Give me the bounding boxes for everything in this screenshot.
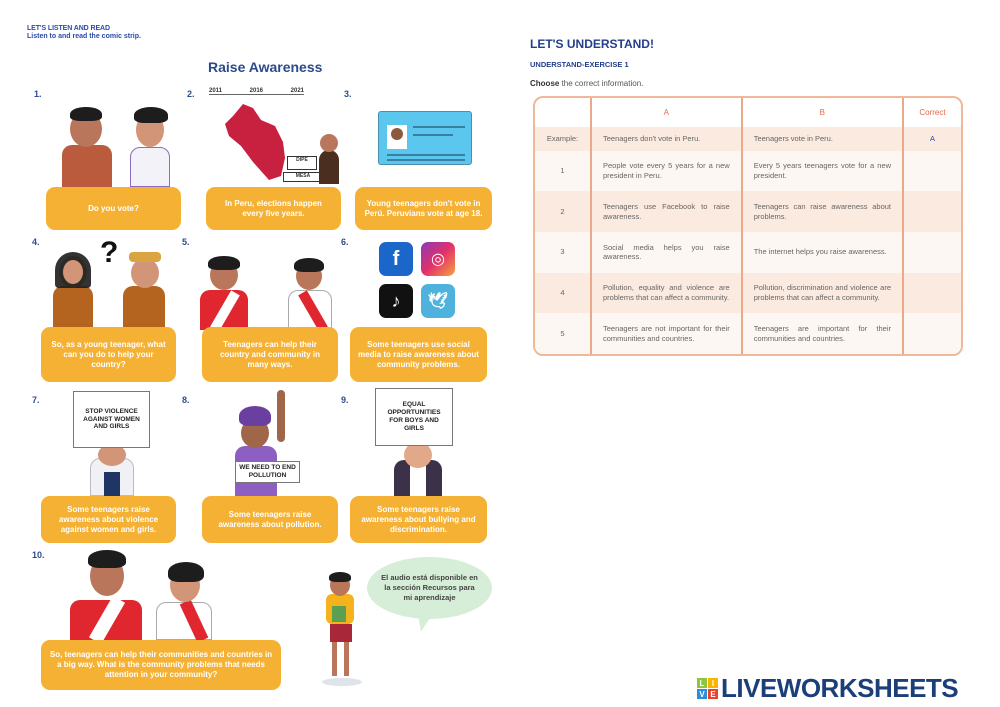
- option-a[interactable]: Teenagers don't vote in Peru.: [591, 127, 743, 151]
- answer-cell[interactable]: [903, 191, 961, 233]
- timeline-year: 2021: [290, 88, 304, 94]
- answer-cell[interactable]: [903, 313, 961, 354]
- audio-note-bubble: El audio está disponible en la sección R…: [367, 557, 492, 619]
- panel-10-illustration: [70, 548, 220, 645]
- caption-bubble-10: So, teenagers can help their communities…: [41, 640, 281, 690]
- row-label: 1: [535, 150, 592, 192]
- table-row: 1 People vote every 5 years for a new pr…: [535, 150, 961, 192]
- option-a[interactable]: People vote every 5 years for a new pres…: [591, 150, 743, 192]
- caption-bubble-4: So, as a young teenager, what can you do…: [41, 327, 176, 382]
- voting-table: MESA: [283, 172, 323, 182]
- option-a[interactable]: Social media helps you raise awareness.: [591, 232, 743, 273]
- panel-number-9: 9.: [341, 395, 349, 405]
- tiktok-icon: ♪: [379, 284, 413, 318]
- table-row: 4 Pollution, equality and violence are p…: [535, 272, 961, 314]
- option-b[interactable]: Pollution, discrimination and violence a…: [741, 272, 905, 314]
- panel-5-illustration: [200, 250, 340, 332]
- answer-cell[interactable]: [903, 150, 961, 192]
- table-row: 5 Teenagers are not important for their …: [535, 313, 961, 354]
- caption-bubble-8: Some teenagers raise awareness about pol…: [202, 496, 338, 543]
- ballot-box: DIPE: [287, 156, 317, 170]
- instagram-icon: ◎: [421, 242, 455, 276]
- panel-2-illustration: 2011 2016 2021 DIPE MESA: [207, 88, 347, 188]
- exercise-instruction: Choose the correct information.: [530, 79, 643, 88]
- table-row: 3 Social media helps you raise awareness…: [535, 232, 961, 273]
- panel-number-3: 3.: [344, 89, 352, 99]
- understand-title: LET'S UNDERSTAND!: [530, 37, 654, 51]
- timeline-year: 2011: [209, 88, 223, 94]
- header-correct: Correct: [919, 108, 946, 117]
- panel-number-5: 5.: [182, 237, 190, 247]
- instruction-text: the correct information.: [559, 79, 644, 88]
- caption-bubble-6: Some teenagers use social media to raise…: [350, 327, 487, 382]
- timeline-year: 2016: [249, 88, 264, 94]
- panel-9-illustration: [378, 388, 458, 496]
- protest-sign-7: STOP VIOLENCE AGAINST WOMEN AND GIRLS: [73, 391, 150, 448]
- id-card-icon: [378, 111, 472, 165]
- option-b[interactable]: Every 5 years teenagers vote for a new p…: [741, 150, 905, 192]
- header-option-b: B: [741, 98, 905, 127]
- option-a[interactable]: Teenagers use Facebook to raise awarenes…: [591, 191, 743, 233]
- caption-bubble-9: Some teenagers raise awareness about bul…: [350, 496, 487, 543]
- panel-4-illustration: ?: [45, 236, 175, 328]
- panel-number-2: 2.: [187, 89, 195, 99]
- caption-bubble-5: Teenagers can help their country and com…: [202, 327, 338, 382]
- answer-cell[interactable]: [903, 232, 961, 273]
- panel-number-1: 1.: [34, 89, 42, 99]
- comic-title: Raise Awareness: [208, 59, 323, 75]
- option-a[interactable]: Teenagers are not important for their co…: [591, 313, 743, 354]
- panel-1-illustration: [60, 105, 180, 187]
- exercise-table: A B Correct Example: Teenagers don't vot…: [533, 96, 963, 356]
- logo-blocks-icon: L I V E: [697, 678, 718, 699]
- caption-bubble-2: In Peru, elections happen every five yea…: [206, 187, 341, 230]
- row-label: 3: [535, 232, 592, 273]
- panel-7-illustration: [70, 392, 155, 496]
- option-b[interactable]: Teenagers vote in Peru.: [741, 127, 905, 151]
- row-label: 4: [535, 272, 592, 314]
- option-b[interactable]: Teenagers are important for their commun…: [741, 313, 905, 354]
- header-option-a: A: [591, 98, 743, 127]
- panel-number-8: 8.: [182, 395, 190, 405]
- table-header-row: A B Correct: [535, 98, 961, 127]
- row-label: 5: [535, 313, 592, 354]
- table-row: 2 Teenagers use Facebook to raise awaren…: [535, 191, 961, 233]
- protest-sign-9: EQUAL OPPORTUNITIES FOR BOYS AND GIRLS: [375, 388, 453, 446]
- panel-number-6: 6.: [341, 237, 349, 247]
- option-a[interactable]: Pollution, equality and violence are pro…: [591, 272, 743, 314]
- table-row: Example: Teenagers don't vote in Peru. T…: [535, 127, 961, 151]
- panel-number-7: 7.: [32, 395, 40, 405]
- peru-map-icon: [225, 104, 285, 180]
- protest-sign-8: WE NEED TO END POLLUTION: [235, 461, 300, 483]
- answer-cell: A: [903, 127, 961, 151]
- logo-text: LIVEWORKSHEETS: [721, 673, 959, 703]
- audio-boy-illustration: [318, 570, 368, 688]
- caption-bubble-3: Young teenagers don't vote in Perú. Peru…: [355, 187, 492, 230]
- header-label: [535, 98, 592, 127]
- intro-subtitle: Listen to and read the comic strip.: [27, 33, 141, 40]
- row-label: Example:: [535, 127, 592, 151]
- question-mark-icon: ?: [100, 236, 119, 269]
- answer-cell[interactable]: [903, 272, 961, 314]
- panel-number-10: 10.: [32, 550, 45, 560]
- row-label: 2: [535, 191, 592, 233]
- intro-title: LET'S LISTEN AND READ: [27, 25, 110, 32]
- caption-bubble-1: Do you vote?: [46, 187, 181, 230]
- panel-number-4: 4.: [32, 237, 40, 247]
- facebook-icon: f: [379, 242, 413, 276]
- exercise-title: UNDERSTAND-EXERCISE 1: [530, 60, 629, 69]
- option-b[interactable]: Teenagers can raise awareness about prob…: [741, 191, 905, 233]
- caption-bubble-7: Some teenagers raise awareness about vio…: [41, 496, 176, 543]
- twitter-icon: 🕊: [421, 284, 455, 318]
- liveworksheets-logo: L I V E LIVEWORKSHEETS: [697, 673, 959, 704]
- option-b[interactable]: The internet helps you raise awareness.: [741, 232, 905, 273]
- instruction-verb: Choose: [530, 79, 560, 88]
